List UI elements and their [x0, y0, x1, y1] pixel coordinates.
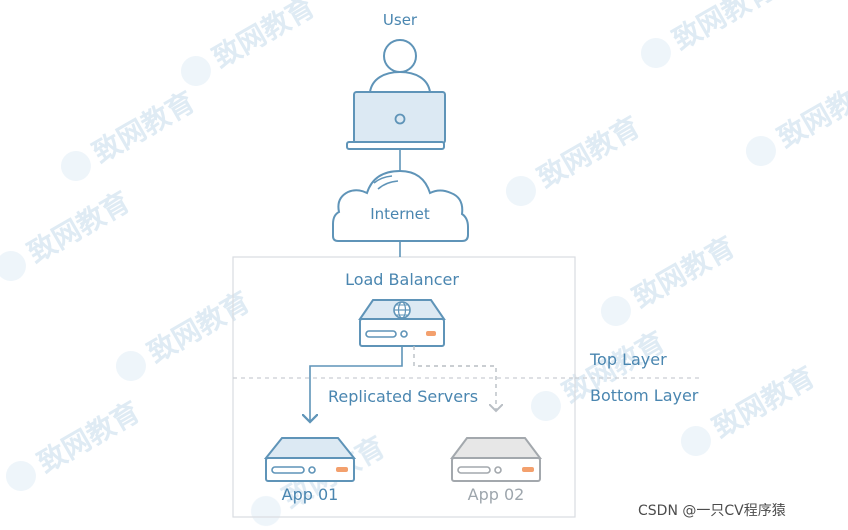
server-group-box — [232, 256, 576, 518]
internet-cloud-icon — [332, 169, 469, 242]
csdn-credit-watermark: CSDN @一只CV程序猿 — [638, 503, 786, 519]
app02-label: App 02 — [467, 485, 525, 504]
app01-label: App 01 — [281, 485, 339, 504]
watermark-text: 致网教育 — [32, 395, 146, 480]
watermark-text: 致网教育 — [22, 185, 136, 270]
watermark-text: 致网教育 — [87, 85, 201, 170]
watermark-text: 致网教育 — [207, 0, 321, 75]
laptop-icon — [346, 91, 446, 150]
user-person-icon — [369, 39, 431, 93]
load-balancer-to-app01-connector — [310, 346, 403, 422]
globe-icon — [393, 301, 411, 319]
watermark-text: 致网教育 — [532, 110, 646, 195]
load-balancer-to-app02-connector — [413, 346, 496, 411]
watermark-text: 致网教育 — [627, 230, 741, 315]
user-label: User — [382, 11, 418, 29]
load-balancer-server-icon — [358, 299, 446, 347]
top-layer-label: Top Layer — [590, 350, 667, 369]
watermark-text: 致网教育 — [772, 70, 848, 155]
watermark-text: 致网教育 — [707, 360, 821, 445]
watermark-text: 致网教育 — [667, 0, 781, 57]
watermark-text: 致网教育 — [142, 285, 256, 370]
bottom-layer-label: Bottom Layer — [590, 386, 699, 405]
app01-server-icon — [263, 437, 357, 482]
app02-server-icon — [450, 437, 542, 482]
internet-label: Internet — [370, 205, 430, 223]
replicated-servers-label: Replicated Servers — [327, 387, 479, 406]
load-balancer-label: Load Balancer — [345, 270, 459, 289]
